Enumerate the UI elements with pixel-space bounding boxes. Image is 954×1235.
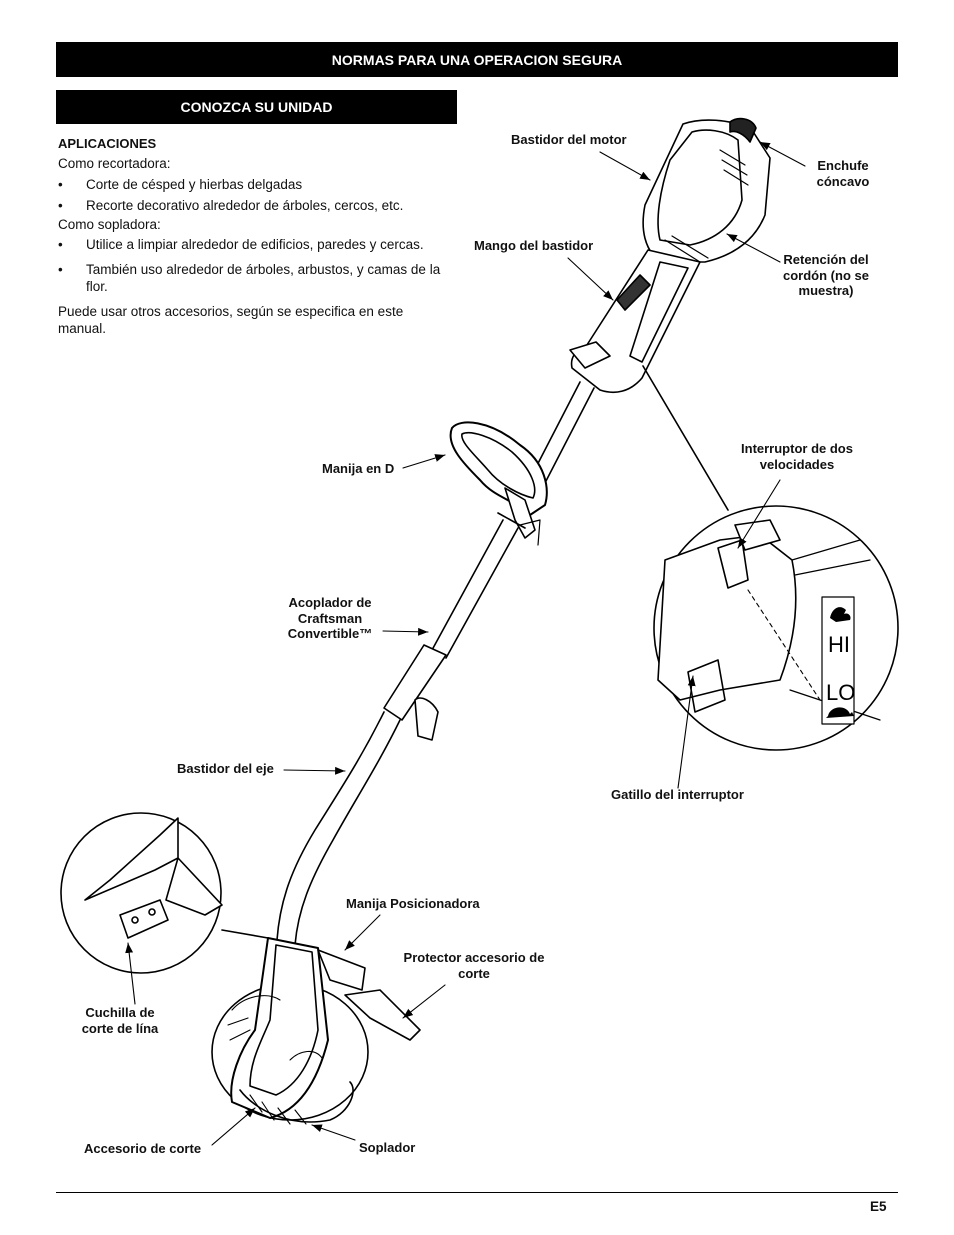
label-cutting-guard: Protector accesorio de corte (403, 950, 545, 981)
housing-handle-drawing (569, 249, 701, 394)
label-shaft-housing: Bastidor del eje (177, 761, 274, 776)
list-item-text: Recorte decorativo alrededor de árboles,… (86, 198, 404, 213)
label-cutting-attachment: Accesorio de corte (84, 1141, 202, 1156)
bullet-dot: • (58, 198, 63, 213)
section-header-bar: CONOZCA SU UNIDAD (56, 90, 457, 124)
label-line-blade: Cuchilla de corte de lína (81, 1005, 159, 1036)
label-female-plug: Enchufe cóncavo (816, 158, 870, 189)
label-motor-housing: Bastidor del motor (511, 132, 627, 147)
d-handle-drawing (449, 421, 548, 546)
page-header-bar: NORMAS PARA UNA OPERACION SEGURA (56, 42, 898, 77)
turtle-icon (826, 707, 854, 718)
list-item: • Recorte decorativo alrededor de árbole… (58, 197, 448, 214)
speed-lo-label: LO (826, 680, 855, 705)
coupler-drawing (383, 644, 447, 741)
list-item-text: Corte de césped y hierbas delgadas (86, 177, 303, 192)
label-cord-retainer: Retención del cordón (no se muestra) (783, 252, 869, 298)
bullet-dot: • (58, 262, 63, 277)
speed-hi-label: HI (828, 632, 850, 657)
label-blower: Soplador (359, 1140, 416, 1155)
label-d-handle: Manija en D (322, 461, 395, 476)
list-item-text: Utilice a limpiar alrededor de edificios… (86, 237, 424, 252)
switch-inset (642, 365, 899, 751)
page-header-title: NORMAS PARA UNA OPERACION SEGURA (331, 51, 623, 68)
list-item-text: También uso alrededor de árboles, arbust… (86, 262, 441, 294)
label-switch-trigger: Gatillo del interruptor (611, 787, 744, 802)
label-two-speed-switch: Interruptor de dos velocidades (741, 441, 853, 472)
applications-heading: APLICACIONES (58, 136, 157, 151)
upper-shaft (531, 381, 595, 482)
page-number: E5 (870, 1199, 887, 1214)
accessories-note: Puede usar otros accesorios, según se es… (58, 304, 404, 336)
trimmer-head-drawing (211, 937, 421, 1125)
list-item: • También uso alrededor de árboles, arbu… (58, 261, 448, 295)
blade-inset (60, 812, 269, 974)
label-positioning-handle: Manija Posicionadora (346, 896, 480, 911)
rabbit-icon (830, 607, 851, 622)
section-title: CONOZCA SU UNIDAD (180, 99, 333, 115)
trimmer-intro: Como recortadora: (58, 156, 171, 171)
motor-housing-drawing (642, 117, 771, 263)
list-item: • Corte de césped y hierbas delgadas (58, 176, 448, 193)
blower-intro: Como sopladora: (58, 217, 161, 232)
list-item: • Utilice a limpiar alrededor de edifici… (58, 236, 448, 253)
label-coupler: Acoplador de Craftsman Convertible™ (287, 595, 373, 641)
bullet-dot: • (58, 177, 63, 192)
label-housing-handle: Mango del bastidor (474, 238, 594, 253)
lower-shaft (276, 711, 401, 946)
footer-rule (56, 1192, 898, 1193)
middle-shaft (431, 519, 519, 659)
bullet-dot: • (58, 237, 63, 252)
